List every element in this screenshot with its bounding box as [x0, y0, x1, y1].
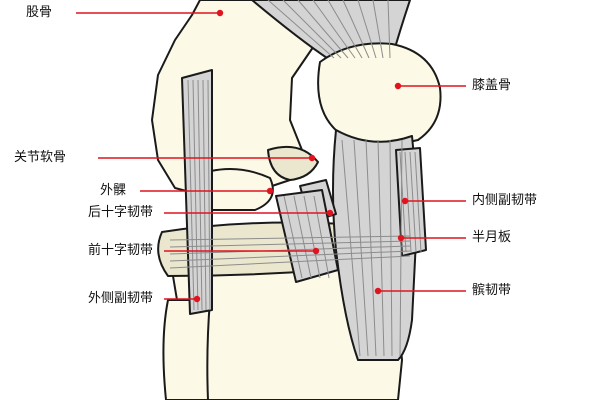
anterior-cruciate-fiber — [293, 195, 312, 279]
label-patella: 膝盖骨 — [472, 78, 512, 93]
quadriceps-fiber — [327, 0, 363, 59]
label-meniscus: 半月板 — [472, 230, 512, 245]
lateral-collateral-fiber — [197, 79, 203, 311]
articular-cartilage-shape — [267, 146, 319, 181]
lateral-collateral-fiber — [202, 79, 207, 311]
label-medial-collateral: 内侧副韧带 — [472, 193, 538, 208]
quadriceps-fiber — [357, 0, 377, 59]
patellar-ligament-fiber — [365, 139, 377, 357]
label-lateral-condyle: 外髁 — [100, 183, 127, 198]
lateral-collateral-fiber — [192, 79, 199, 311]
ligament-fibers — [169, 0, 422, 357]
medial-collateral-shape — [395, 147, 427, 257]
medial-collateral-fiber — [414, 151, 422, 253]
meniscus-fiber — [169, 240, 411, 248]
patellar-ligament-fiber — [389, 139, 393, 357]
quadriceps-fiber — [372, 0, 384, 59]
label-posterior-cruciate: 后十字韧带 — [88, 205, 154, 220]
anterior-cruciate-fiber — [283, 195, 303, 279]
anterior-cruciate-fiber — [303, 195, 321, 279]
quadriceps-fiber — [387, 0, 391, 59]
leader-articular-cartilage — [98, 154, 316, 162]
leader-patella — [394, 82, 466, 90]
label-lateral-collateral: 外侧副韧带 — [88, 291, 154, 306]
leader-femur — [76, 9, 224, 17]
fibula-bone — [162, 299, 211, 400]
leader-medial-collateral — [401, 197, 466, 205]
quadriceps-fiber — [267, 0, 335, 59]
leader-lateral-collateral — [164, 295, 201, 303]
label-articular-cartilage: 关节软骨 — [14, 150, 67, 165]
quadriceps-fiber — [342, 0, 370, 59]
label-anterior-cruciate: 前十字韧带 — [88, 243, 154, 258]
knee-anatomy-drawing — [151, 0, 442, 400]
leader-lateral-condyle — [140, 187, 274, 195]
lateral-collateral-fiber — [187, 79, 195, 311]
quadriceps-fiber — [312, 0, 356, 59]
leader-lines — [76, 9, 466, 303]
patellar-ligament-fiber — [377, 139, 385, 357]
quadriceps-fiber — [297, 0, 349, 59]
leader-anterior-cruciate — [164, 247, 320, 255]
meniscus-fiber — [169, 235, 411, 241]
label-patellar-ligament: 髌韧带 — [472, 283, 512, 298]
lateral-collateral-fiber — [207, 79, 211, 311]
meniscus-fiber — [169, 250, 411, 262]
label-femur: 股骨 — [26, 5, 53, 20]
leader-posterior-cruciate — [164, 209, 334, 217]
leader-patellar-ligament — [374, 287, 466, 295]
meniscus-fiber — [169, 255, 411, 269]
quadriceps-fiber — [282, 0, 342, 59]
meniscus-fiber — [169, 245, 411, 255]
leader-meniscus — [397, 234, 466, 242]
patella-bone — [317, 42, 442, 145]
medial-collateral-fiber — [409, 151, 417, 253]
